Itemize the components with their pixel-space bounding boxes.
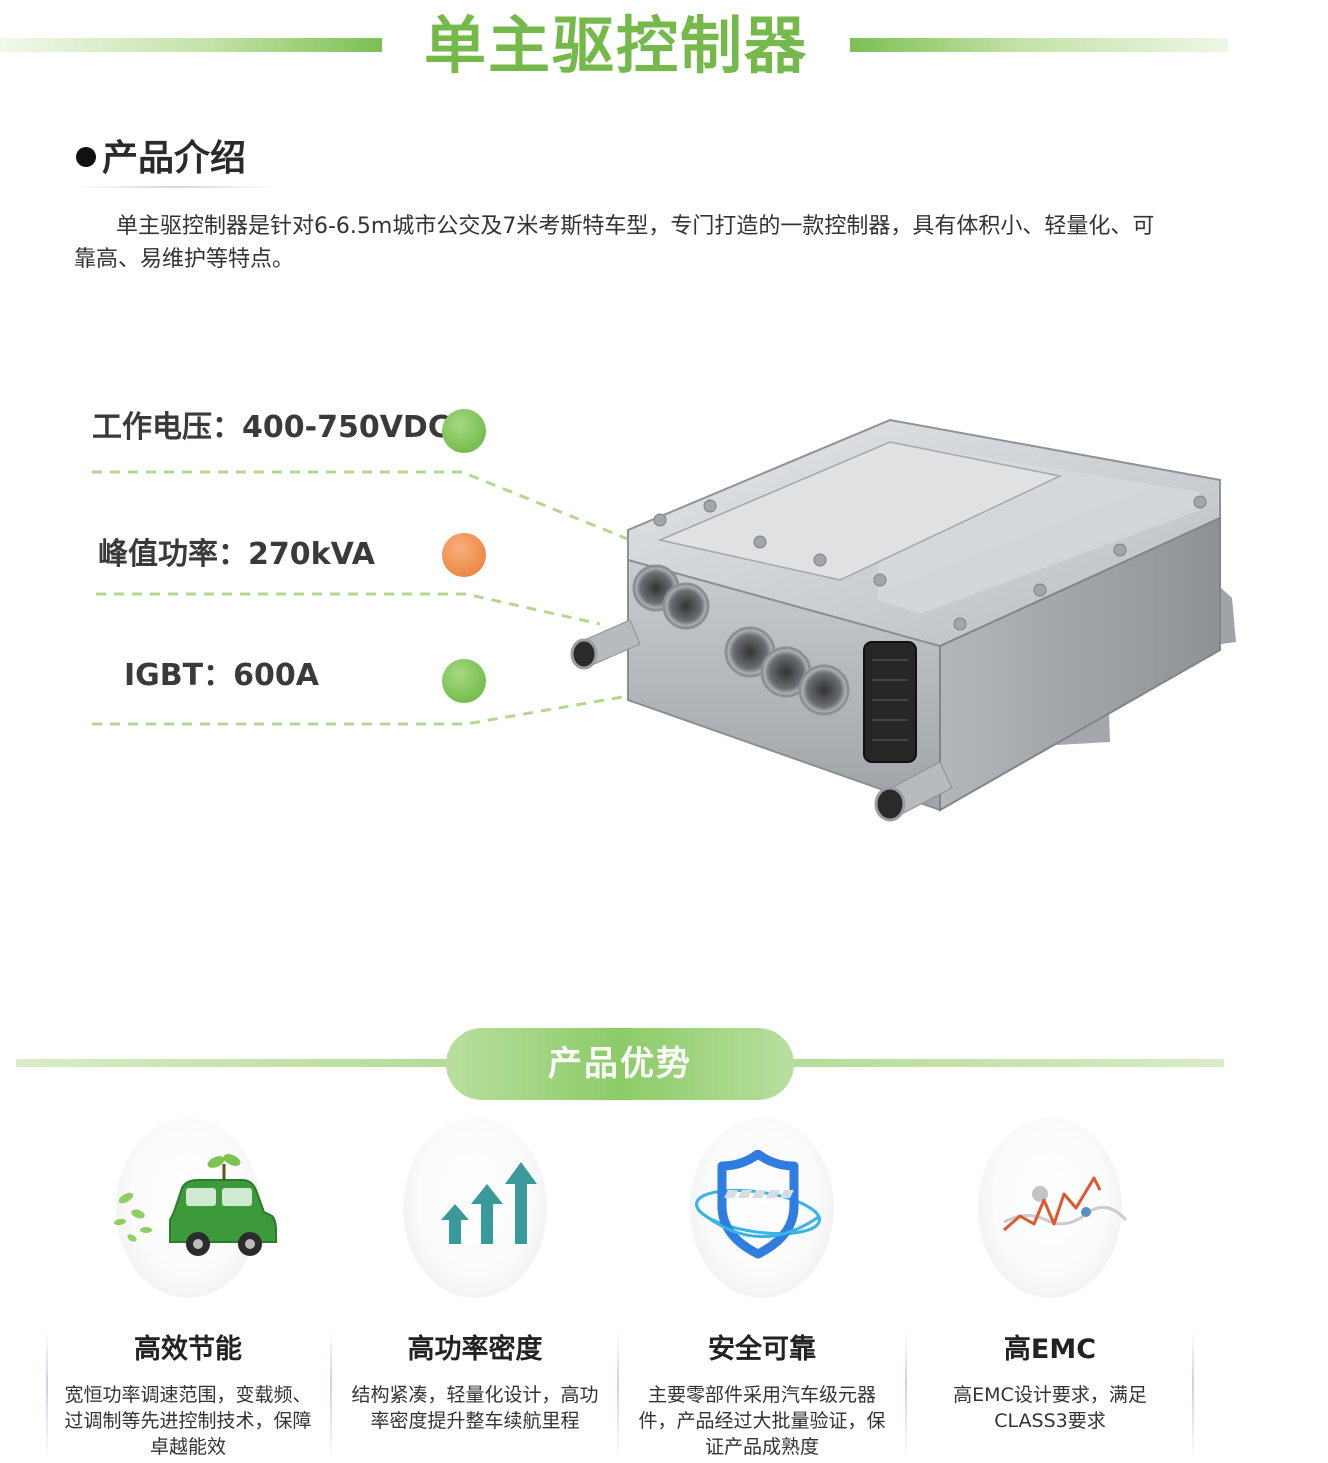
advantage-desc: 宽恒功率调速范围，变载频、过调制等先进控制技术，保障卓越能效 <box>64 1384 312 1458</box>
advantage-title: 高EMC <box>1003 1334 1097 1365</box>
spec-dot-power <box>442 533 486 577</box>
spec-igbt: IGBT：600A <box>124 658 319 693</box>
card-separator <box>1192 1330 1194 1463</box>
card-separator <box>905 1330 907 1463</box>
intro-underline <box>76 186 276 188</box>
spec-power: 峰值功率：270kVA <box>98 537 375 572</box>
advantage-card-emc: 高EMC 高EMC设计要求，满足CLASS3要求 <box>906 1110 1194 1463</box>
intro-section-title: 产品介绍 <box>76 137 246 181</box>
header-line-right <box>850 38 1228 52</box>
bullet-icon <box>76 147 96 167</box>
advantages-title: 产品优势 <box>446 1028 794 1100</box>
advantage-card-safety: 安全可靠 主要零部件采用汽车级元器件，产品经过大批量验证，保证产品成熟度 <box>618 1110 906 1463</box>
card-separator <box>617 1330 619 1463</box>
advantage-card-power-density: 高功率密度 结构紧凑，轻量化设计，高功率密度提升整车续航里程 <box>331 1110 619 1463</box>
intro-title-text: 产品介绍 <box>102 138 247 179</box>
advantage-title: 高功率密度 <box>407 1334 543 1365</box>
advantage-card-efficiency: 高效节能 宽恒功率调速范围，变载频、过调制等先进控制技术，保障卓越能效 <box>44 1110 332 1463</box>
advantages-line-right <box>782 1059 1224 1067</box>
page-title: 单主驱控制器 <box>423 9 808 82</box>
advantage-title: 高效节能 <box>134 1334 242 1365</box>
spec-voltage: 工作电压：400-750VDC <box>92 410 450 445</box>
advantage-desc: 高EMC设计要求，满足CLASS3要求 <box>953 1384 1147 1432</box>
advantages-line-left <box>16 1059 456 1067</box>
advantage-title: 安全可靠 <box>708 1334 816 1365</box>
leader-line-voltage <box>92 470 631 542</box>
spec-dot-igbt <box>442 659 486 703</box>
card-separator <box>330 1330 332 1463</box>
leader-line-igbt <box>92 694 629 726</box>
eco-car-icon <box>114 1154 277 1256</box>
intro-paragraph: 单主驱控制器是针对6-6.5m城市公交及7米考斯特车型，专门打造的一款控制器，具… <box>74 214 1155 272</box>
growth-arrows-icon <box>441 1162 537 1244</box>
advantage-desc: 主要零部件采用汽车级元器件，产品经过大批量验证，保证产品成熟度 <box>638 1384 886 1458</box>
advantage-desc: 结构紧凑，轻量化设计，高功率密度提升整车续航里程 <box>351 1384 599 1432</box>
card-separator <box>46 1330 48 1463</box>
shield-icon <box>695 1150 821 1259</box>
leader-line-power <box>96 592 601 626</box>
controller-product-image <box>570 418 1236 822</box>
header-line-left <box>0 38 382 52</box>
emc-wave-icon <box>1003 1176 1128 1232</box>
spec-dot-voltage <box>442 409 486 453</box>
